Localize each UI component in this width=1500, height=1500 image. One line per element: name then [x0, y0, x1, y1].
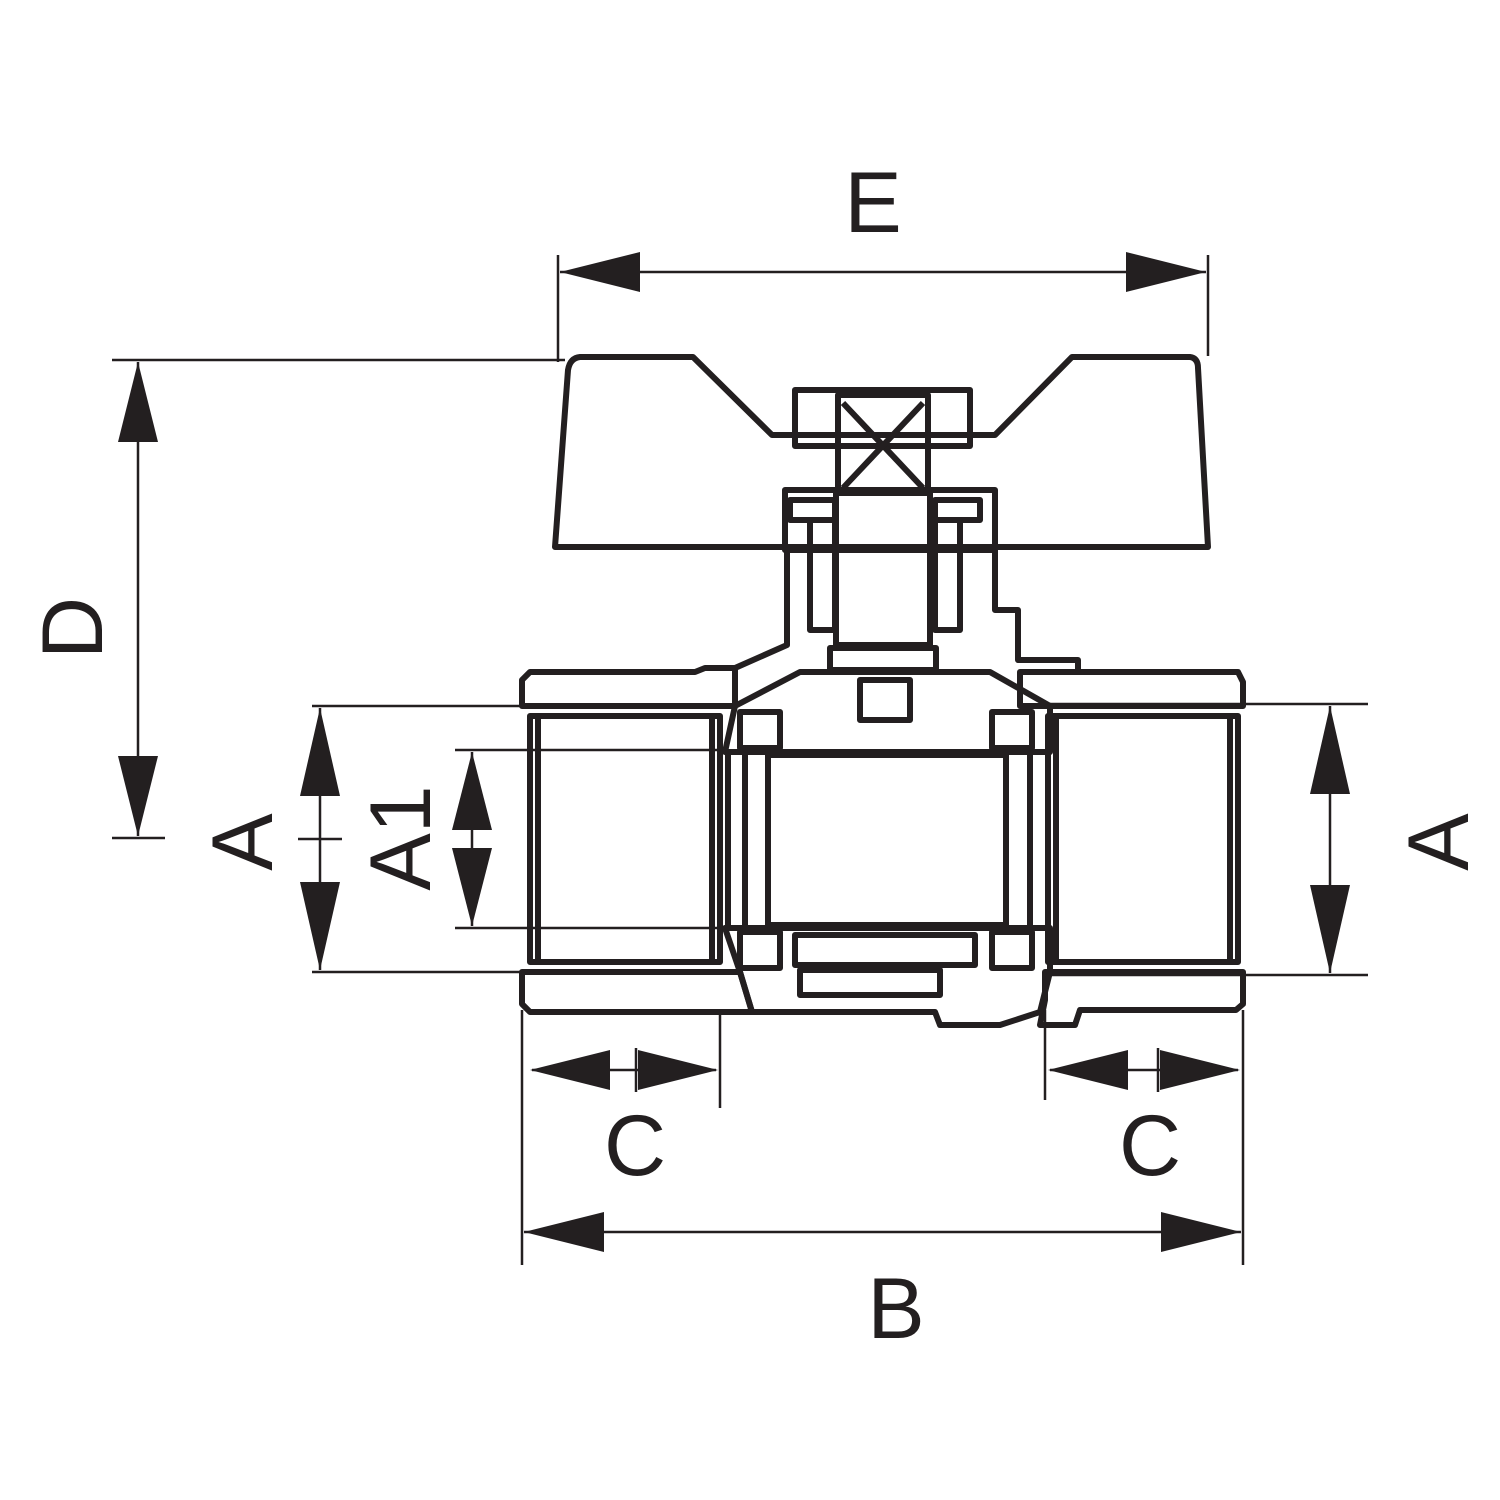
- seat-ring-bottom-right: [989, 929, 1035, 971]
- right-pipe-end: [1017, 669, 1246, 1028]
- seat-ring-top-left: [737, 709, 783, 751]
- label-c-right: C: [1119, 1098, 1181, 1194]
- ball-bore: [765, 752, 1009, 928]
- left-pipe-end: [519, 665, 755, 1015]
- seat-ring-bottom-left: [737, 929, 783, 971]
- dimension-a-right: A: [1045, 702, 1487, 977]
- seat-ring-top-right: [989, 709, 1035, 751]
- valve-body-center: [722, 669, 1053, 1028]
- dimension-c-right: C: [1043, 1010, 1240, 1194]
- dimension-e: E: [556, 155, 1210, 362]
- label-c-left: C: [604, 1098, 666, 1194]
- label-b: B: [867, 1261, 924, 1357]
- label-a1: A1: [353, 785, 449, 890]
- handle-nut: [792, 387, 973, 496]
- dimension-a1: A1: [353, 748, 722, 930]
- label-e: E: [844, 155, 901, 251]
- label-a-left: A: [195, 813, 291, 871]
- dimension-b: B: [520, 1010, 1245, 1357]
- label-a-right: A: [1391, 813, 1487, 871]
- dimension-a-left: A: [195, 704, 525, 974]
- dimension-d: D: [25, 358, 565, 840]
- dimension-c-left: C: [530, 1010, 722, 1194]
- butterfly-handle: [552, 354, 1211, 553]
- label-d: D: [25, 597, 121, 659]
